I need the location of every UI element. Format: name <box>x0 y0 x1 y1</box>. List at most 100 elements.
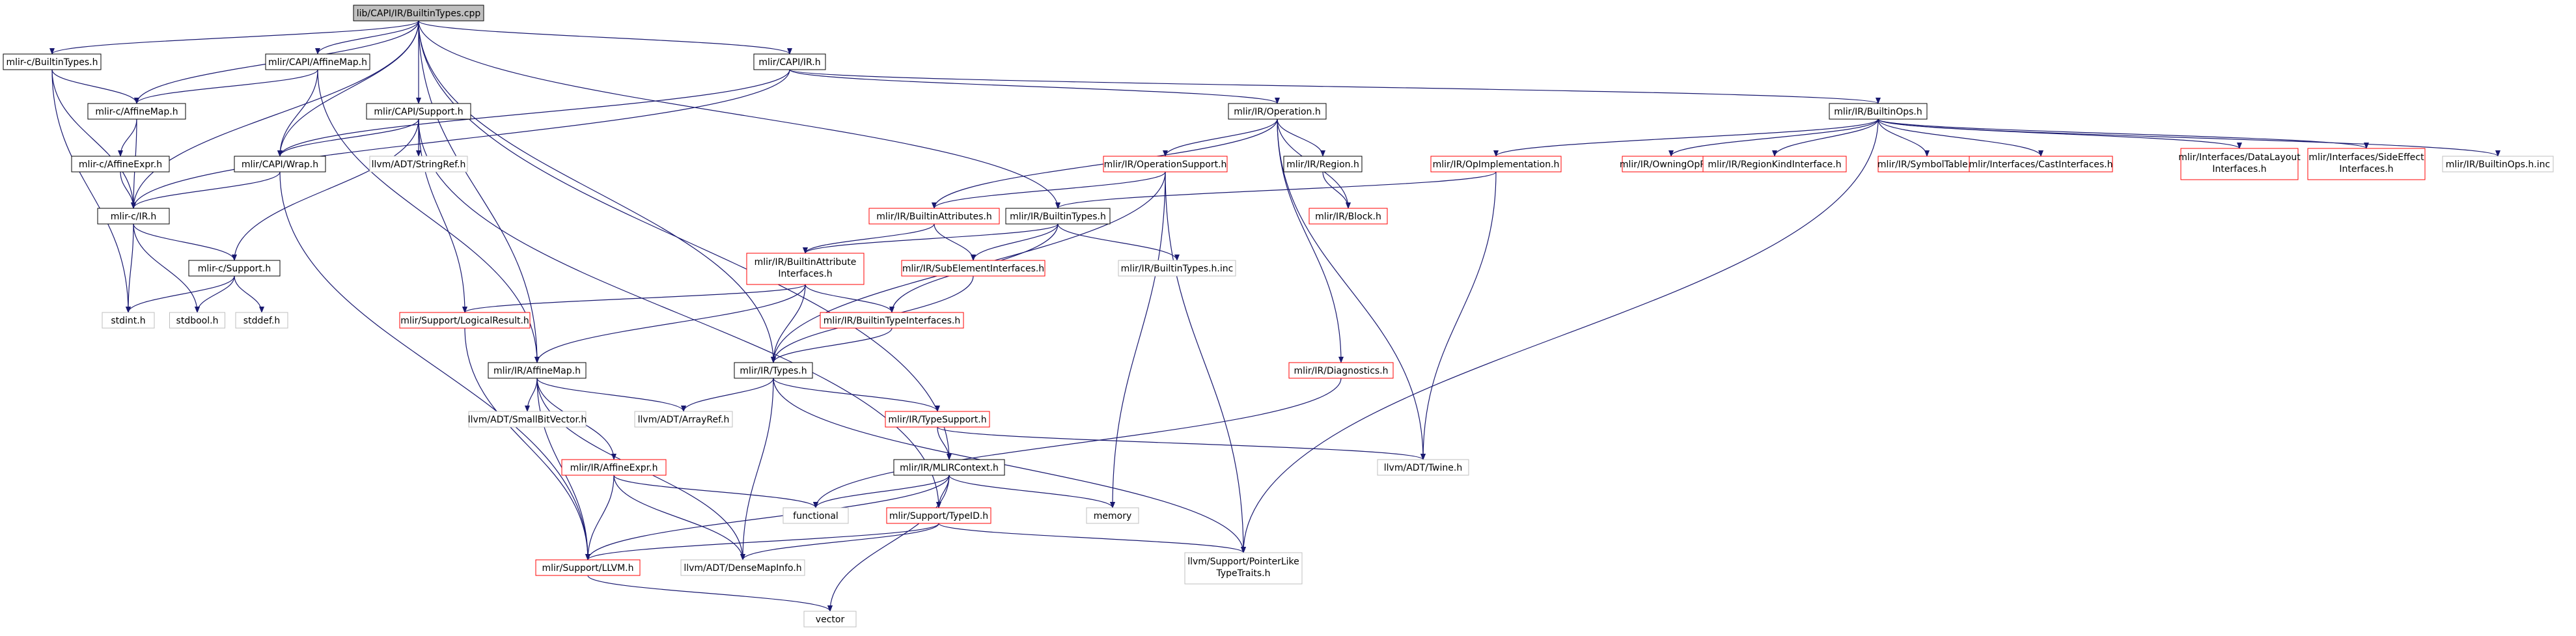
node-sup_llvm[interactable]: mlir/Support/LLVM.h <box>535 559 641 576</box>
node-box <box>97 208 170 225</box>
node-label: memory <box>1094 511 1132 521</box>
edge-ir_diagnostics-to-functional <box>813 378 1342 508</box>
edge-root-to-capi_affinemap <box>315 20 419 55</box>
node-label: llvm/Support/PointerLike <box>1187 557 1299 567</box>
node-label: mlir/IR/BuiltinOps.h <box>1834 107 1922 117</box>
edge-sup_typeid-to-llvm_densemap <box>740 523 939 560</box>
node-ir_subelem[interactable]: mlir/IR/SubElementInterfaces.h <box>901 260 1046 277</box>
edge-ir_mlircontext-to-vector <box>827 475 950 612</box>
node-label: mlir/IR/TypeSupport.h <box>888 415 986 425</box>
node-label: mlir/CAPI/Wrap.h <box>242 159 318 170</box>
node-capi_affinemap[interactable]: mlir/CAPI/AffineMap.h <box>265 53 370 70</box>
node-label: mlir/IR/AffineMap.h <box>493 366 581 376</box>
node-ir_operation[interactable]: mlir/IR/Operation.h <box>1228 103 1327 120</box>
node-capi_ir[interactable]: mlir/CAPI/IR.h <box>753 53 826 70</box>
node-capi_wrap[interactable]: mlir/CAPI/Wrap.h <box>234 156 326 173</box>
node-ir_opimpl[interactable]: mlir/IR/OpImplementation.h <box>1430 156 1562 173</box>
node-c_builtintypes[interactable]: mlir-c/BuiltinTypes.h <box>3 53 102 70</box>
node-c_affineexpr[interactable]: mlir-c/AffineExpr.h <box>71 156 170 173</box>
node-label: mlir/IR/MLIRContext.h <box>900 463 999 473</box>
node-ir_builtintypeif[interactable]: mlir/IR/BuiltinTypeInterfaces.h <box>820 312 964 329</box>
node-ir_types[interactable]: mlir/IR/Types.h <box>734 362 813 379</box>
node-ir_builtintypes[interactable]: mlir/IR/BuiltinTypes.h <box>1005 208 1111 225</box>
node-llvm_arrayref: llvm/ADT/ArrayRef.h <box>634 411 733 428</box>
node-box <box>868 208 1000 225</box>
node-ir_diagnostics[interactable]: mlir/IR/Diagnostics.h <box>1288 362 1394 379</box>
edge-ir_typesupport-to-llvm_twine <box>937 426 1426 460</box>
edge-ir_opimpl-to-llvm_twine <box>1420 171 1497 460</box>
node-label: mlir/Interfaces/SideEffect <box>2308 152 2424 163</box>
edge-capi_affinemap-to-ir_affinemap <box>317 69 540 363</box>
edge-capi_wrap-to-c_ir <box>131 171 281 209</box>
edge-capi_affinemap-to-capi_wrap <box>277 69 318 157</box>
edge-ir_builtintypes-to-ir_subelem <box>971 223 1059 261</box>
edge-c_builtintypes-to-c_affinemap <box>51 69 139 104</box>
node-ir_symboltable[interactable]: mlir/IR/SymbolTable.h <box>1877 156 1976 173</box>
node-ir_builtinops[interactable]: mlir/IR/BuiltinOps.h <box>1829 103 1928 120</box>
edge-ir_builtinattrif-to-ir_builtintypeif <box>805 284 894 313</box>
edge-ir_mlircontext-to-functional <box>813 475 950 508</box>
node-capi_support[interactable]: mlir/CAPI/Support.h <box>366 103 471 120</box>
edge-sup_typeid-to-sup_llvm <box>585 523 939 560</box>
node-ir_affineexpr[interactable]: mlir/IR/AffineExpr.h <box>561 459 667 476</box>
node-ir_builtinattrs[interactable]: mlir/IR/BuiltinAttributes.h <box>868 208 1000 225</box>
node-sup_logical[interactable]: mlir/Support/LogicalResult.h <box>399 312 531 329</box>
edge-ir_operation-to-ir_region <box>1277 118 1325 157</box>
node-box <box>399 312 531 329</box>
node-label: mlir/IR/SubElementInterfaces.h <box>902 264 1044 274</box>
edge-capi_support-to-sup_logical <box>418 118 467 313</box>
node-memory: memory <box>1086 507 1139 524</box>
edge-c_ir-to-c_support <box>133 223 237 261</box>
node-c_affinemap[interactable]: mlir-c/AffineMap.h <box>87 103 186 120</box>
node-box <box>369 156 468 173</box>
node-ir_region[interactable]: mlir/IR/Region.h <box>1283 156 1363 173</box>
node-box <box>188 260 281 277</box>
node-label: mlir/IR/BuiltinAttributes.h <box>876 212 991 222</box>
node-box <box>2442 156 2554 173</box>
node-box <box>1228 103 1327 120</box>
node-ir_mlircontext[interactable]: mlir/IR/MLIRContext.h <box>893 459 1005 476</box>
node-stdbool: stdbool.h <box>169 312 225 329</box>
node-label: mlir/IR/OpImplementation.h <box>1433 159 1560 170</box>
node-ir_affinemap[interactable]: mlir/IR/AffineMap.h <box>488 362 587 379</box>
node-ir_block[interactable]: mlir/IR/Block.h <box>1309 208 1388 225</box>
edge-ir_operation-to-ir_opsupport <box>1163 118 1278 157</box>
node-label: mlir/CAPI/AffineMap.h <box>268 57 367 68</box>
edge-root-to-ir_mlircontext <box>418 20 952 460</box>
node-label: mlir/IR/BuiltinTypeInterfaces.h <box>824 316 960 326</box>
node-label: mlir-c/AffineMap.h <box>95 107 178 117</box>
node-sup_typeid[interactable]: mlir/Support/TypeID.h <box>886 507 991 524</box>
edge-c_support-to-stdint <box>126 275 235 313</box>
edge-ir_affineexpr-to-sup_llvm <box>585 475 615 560</box>
edge-ir_builtinattrif-to-ir_types <box>771 284 806 363</box>
node-label: mlir/IR/BuiltinAttribute <box>755 257 857 268</box>
node-box <box>1288 362 1394 379</box>
node-box <box>893 459 1005 476</box>
node-vector: vector <box>803 611 857 628</box>
node-label: mlir/Support/LLVM.h <box>542 563 634 574</box>
node-box <box>169 312 225 329</box>
edge-ir_mlircontext-to-sup_llvm <box>585 475 950 560</box>
node-label: stddef.h <box>243 316 280 326</box>
node-label: mlir-c/Support.h <box>198 264 271 274</box>
edge-root-to-c_ir <box>131 20 419 209</box>
node-if_cast[interactable]: mlir/Interfaces/CastInterfaces.h <box>1969 156 2113 173</box>
node-c_ir[interactable]: mlir-c/IR.h <box>97 208 170 225</box>
node-box <box>1184 552 1303 585</box>
node-label: mlir/CAPI/Support.h <box>374 107 463 117</box>
node-label: mlir/Interfaces/CastInterfaces.h <box>1969 159 2112 170</box>
edge-ir_affinemap-to-llvm_arrayref <box>536 378 686 412</box>
node-ir_opsupport[interactable]: mlir/IR/OperationSupport.h <box>1103 156 1228 173</box>
edge-ir_builtinops-to-ir_symboltable <box>1877 118 1930 157</box>
edge-ir_affinemap-to-llvm_smallbit <box>525 378 538 412</box>
node-ir_typesupport[interactable]: mlir/IR/TypeSupport.h <box>885 411 990 428</box>
node-c_support[interactable]: mlir-c/Support.h <box>188 260 281 277</box>
node-label: vector <box>816 615 845 625</box>
node-root[interactable]: lib/CAPI/IR/BuiltinTypes.cpp <box>353 5 484 21</box>
node-ir_regionkind[interactable]: mlir/IR/RegionKindInterface.h <box>1702 156 1847 173</box>
edge-ir_operation-to-llvm_twine <box>1277 118 1426 460</box>
